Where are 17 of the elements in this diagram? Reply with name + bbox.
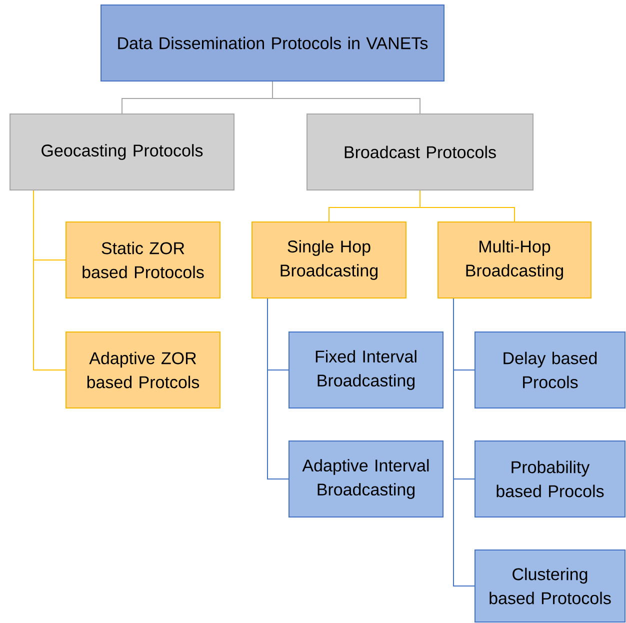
connector-line (267, 298, 289, 480)
protocol-box: Delay based Procols (474, 332, 626, 408)
category-box: Single Hop Broadcasting (252, 222, 406, 298)
connector-line (272, 81, 420, 114)
category-box: Broadcast Protocols (306, 114, 534, 190)
connector-line (420, 190, 515, 222)
connector-line (33, 190, 66, 370)
category-box: Data Dissemination Protocols in VANETs (100, 4, 444, 82)
category-box: Multi-Hop Broadcasting (438, 222, 592, 298)
category-box: Adaptive ZOR based Protcols (66, 332, 220, 408)
category-box: Geocasting Protocols (10, 114, 234, 190)
protocol-box: Adaptive Interval Broadcasting (288, 440, 444, 518)
category-box: Static ZOR based Protocols (66, 222, 220, 298)
protocol-box: Fixed Interval Broadcasting (288, 332, 444, 408)
protocol-box: Probability based Procols (474, 440, 626, 518)
protocol-box: Clustering based Protocols (474, 550, 626, 622)
connector-line (453, 298, 475, 586)
